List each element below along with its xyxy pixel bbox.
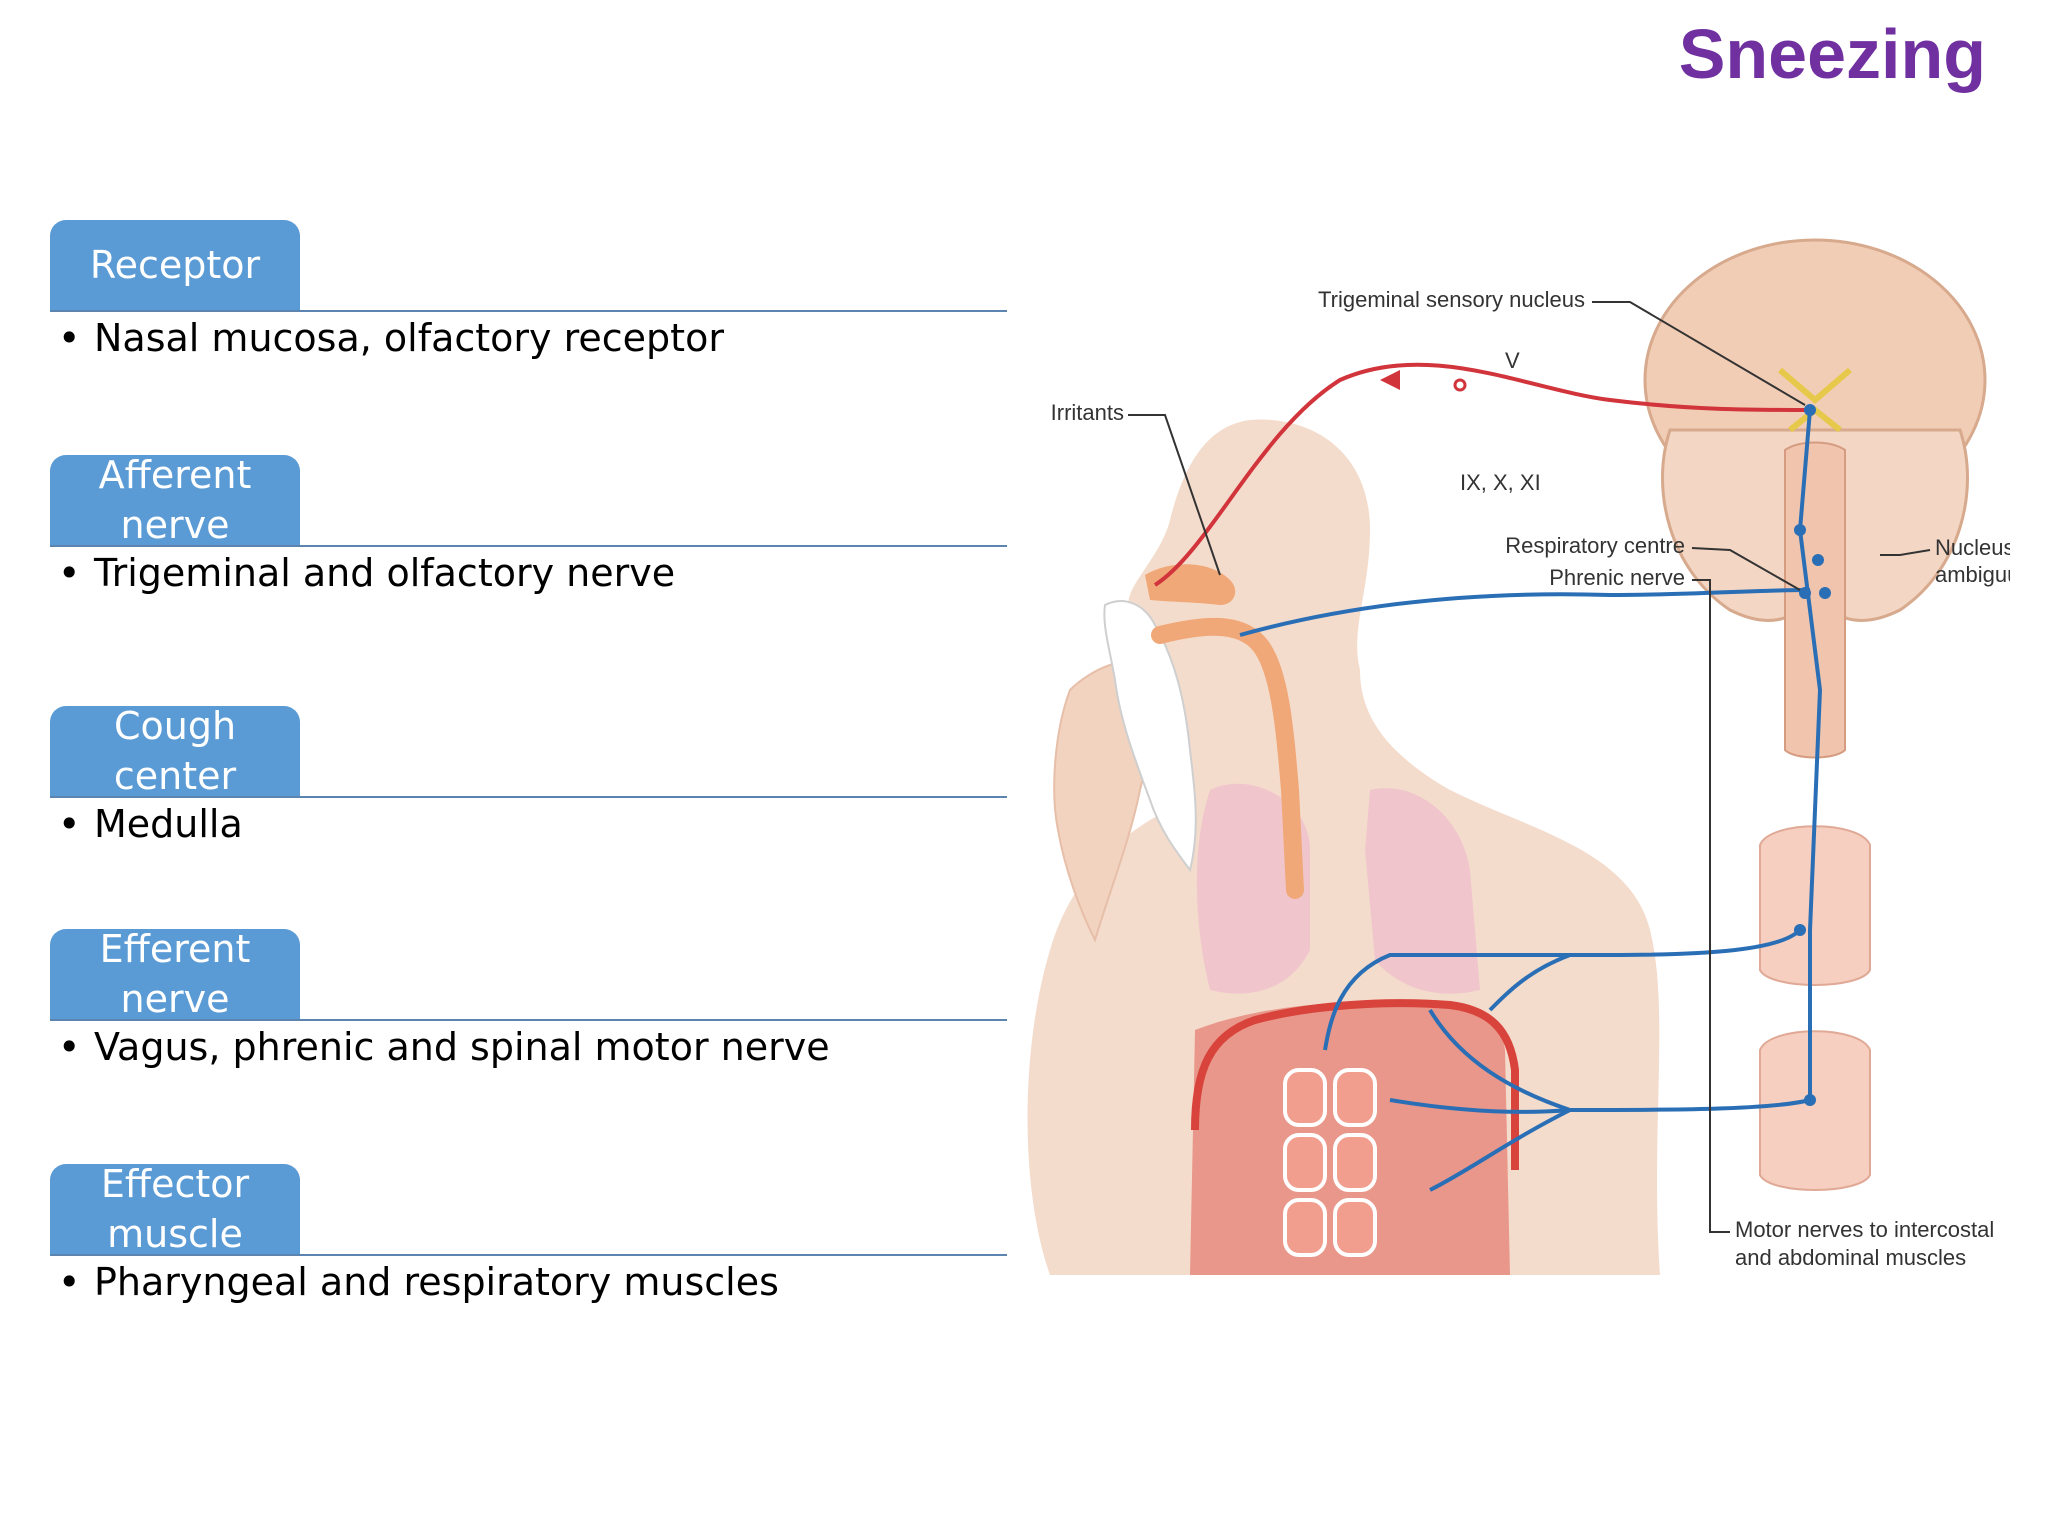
lungs: [1196, 783, 1480, 994]
bullet-item: •Pharyngeal and respiratory muscles: [58, 1260, 779, 1304]
spinal-cord-sections: [1759, 825, 1871, 1191]
section-tab-efferent-nerve: Efferent nerve: [50, 927, 300, 1021]
abdominal-muscles: [1190, 999, 1519, 1275]
bullet-text: Vagus, phrenic and spinal motor nerve: [94, 1025, 830, 1069]
label-phrenic-nerve: Phrenic nerve: [1549, 565, 1685, 590]
label-nerve-ix-x-xi: IX, X, XI: [1460, 470, 1541, 495]
section-divider: [50, 310, 1007, 312]
label-nerve-v: V: [1505, 348, 1520, 373]
label-nucleus-ambiguus-line2: ambiguus: [1935, 562, 2010, 587]
section-effector-muscle: Effector muscle •Pharyngeal and respirat…: [50, 1162, 1007, 1304]
nerve-nuclei: [1794, 404, 1831, 1106]
section-tab-receptor: Receptor: [50, 220, 300, 310]
sneeze-reflex-diagram: Trigeminal sensory nucleus Irritants V I…: [1027, 238, 2010, 1275]
section-divider: [50, 545, 1007, 547]
afferent-pathway: [1153, 362, 1811, 587]
bullet-item: •Nasal mucosa, olfactory receptor: [58, 316, 724, 360]
brain-illustration: [1643, 238, 1987, 759]
section-divider: [50, 1019, 1007, 1021]
bullet-text: Trigeminal and olfactory nerve: [94, 551, 676, 595]
label-leaders: [1128, 301, 1931, 1233]
label-trigeminal-sensory-nucleus: Trigeminal sensory nucleus: [1318, 287, 1585, 312]
label-respiratory-centre: Respiratory centre: [1505, 533, 1685, 558]
bullet-text: Nasal mucosa, olfactory receptor: [94, 316, 724, 360]
bullet-text: Medulla: [94, 802, 243, 846]
section-tab-effector-muscle: Effector muscle: [50, 1162, 300, 1256]
section-divider: [50, 796, 1007, 798]
section-efferent-nerve: Efferent nerve •Vagus, phrenic and spina…: [50, 927, 1007, 1069]
label-irritants: Irritants: [1051, 400, 1124, 425]
label-motor-nerves-line1: Motor nerves to intercostal: [1735, 1217, 1994, 1242]
bullet-item: •Vagus, phrenic and spinal motor nerve: [58, 1025, 830, 1069]
section-afferent-nerve: Afferent nerve •Trigeminal and olfactory…: [50, 453, 1007, 595]
efferent-pathway: [1239, 409, 1823, 1192]
section-tab-cough-center: Cough center: [50, 704, 300, 798]
label-nucleus-ambiguus-line1: Nucleus: [1935, 535, 2010, 560]
section-cough-center: Cough center •Medulla: [50, 704, 1007, 846]
bullet-text: Pharyngeal and respiratory muscles: [94, 1260, 779, 1304]
bullet-item: •Trigeminal and olfactory nerve: [58, 551, 676, 595]
section-divider: [50, 1254, 1007, 1256]
slide-title: Sneezing: [1678, 15, 1986, 93]
bullet-item: •Medulla: [58, 802, 243, 846]
section-tab-afferent-nerve: Afferent nerve: [50, 453, 300, 547]
label-motor-nerves-line2: and abdominal muscles: [1735, 1245, 1966, 1270]
section-receptor: Receptor •Nasal mucosa, olfactory recept…: [50, 220, 1007, 360]
